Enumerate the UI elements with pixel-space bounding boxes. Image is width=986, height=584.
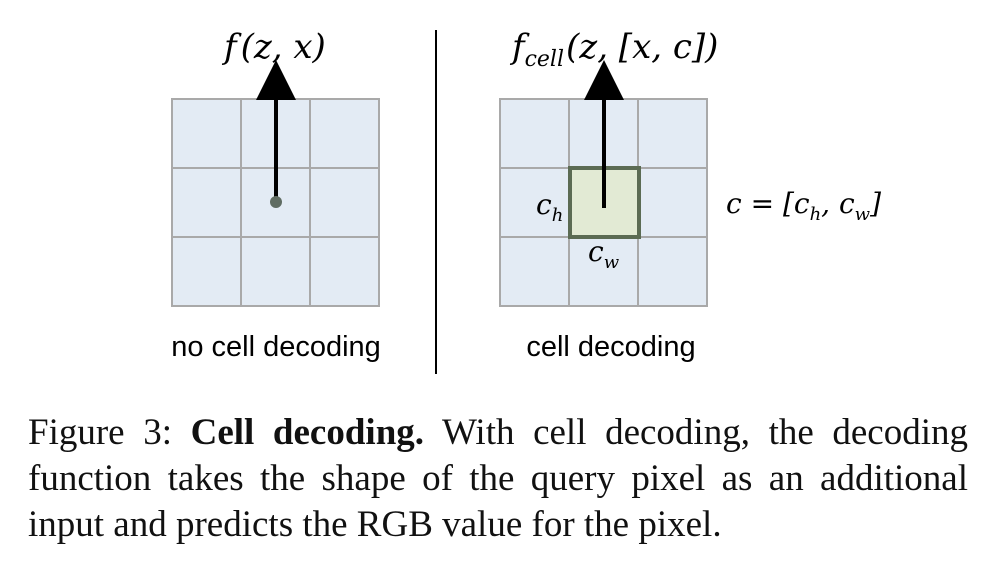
cell-width-label: cw bbox=[588, 235, 620, 273]
left-panel: f(z, x) no cell decoding bbox=[171, 27, 381, 363]
svg-text:f(z, x): f(z, x) bbox=[221, 27, 326, 67]
left-formula-args: (z, x) bbox=[241, 27, 326, 67]
left-formula: f(z, x) bbox=[221, 27, 326, 67]
right-formula-args: (z, [x, c]) bbox=[566, 27, 718, 67]
right-formula: fcell(z, [x, c]) bbox=[509, 27, 718, 72]
query-point-dot bbox=[270, 196, 282, 208]
caption-body: With cell decoding, the decoding functio… bbox=[28, 412, 969, 545]
left-panel-label: no cell decoding bbox=[171, 331, 381, 363]
figure-diagram: f(z, x) no cell decoding fcell(z, [x, c]… bbox=[171, 27, 881, 374]
cell-shape-equation: c = [ch, cw] bbox=[726, 187, 881, 225]
caption-prefix: Figure 3: bbox=[28, 412, 191, 453]
svg-text:fcell(z, [x, c]): fcell(z, [x, c]) bbox=[509, 27, 718, 72]
cell-height-label: ch bbox=[536, 188, 563, 226]
right-panel-label: cell decoding bbox=[526, 331, 695, 363]
figure-caption: Figure 3: Cell decoding. With cell decod… bbox=[28, 410, 968, 548]
right-formula-subscript: cell bbox=[525, 47, 564, 72]
left-formula-name: f bbox=[221, 27, 242, 67]
caption-title: Cell decoding. bbox=[190, 412, 425, 453]
right-panel: fcell(z, [x, c]) ch cw c = [ch, cw] cell… bbox=[499, 27, 881, 363]
